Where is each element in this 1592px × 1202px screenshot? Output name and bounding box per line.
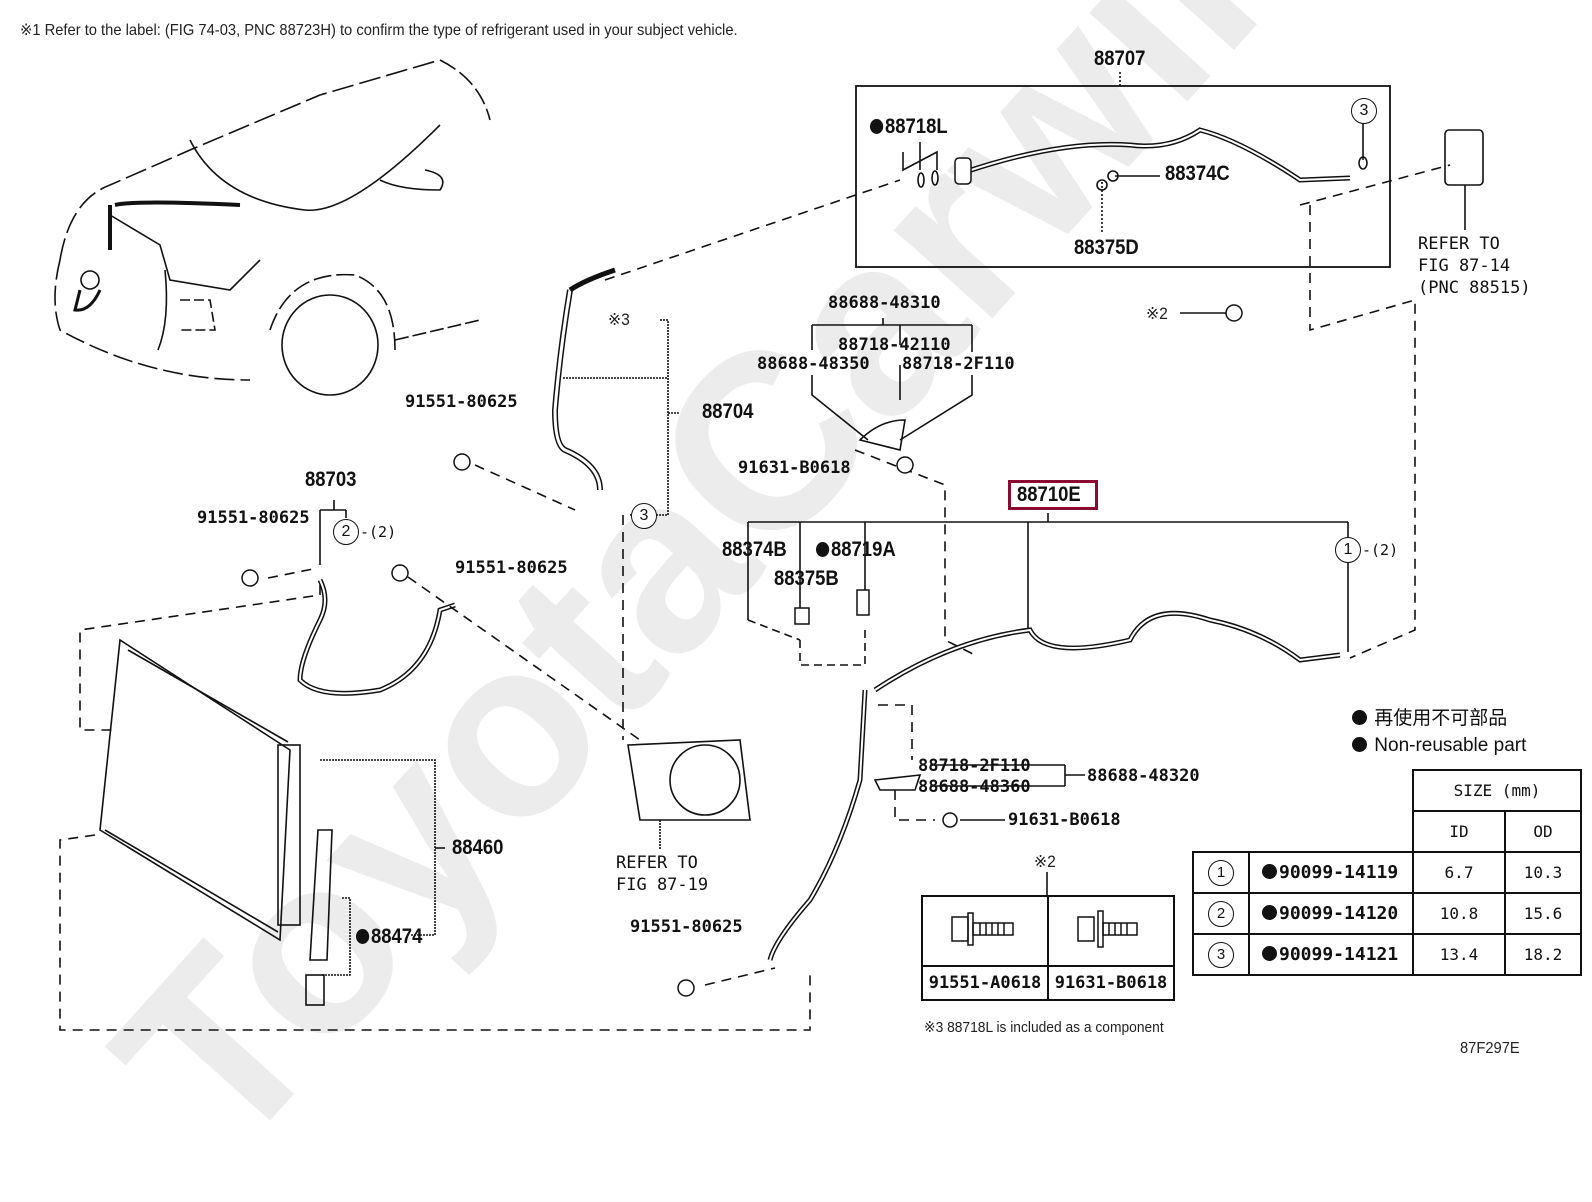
part-label-91631-B0618-lower[interactable]: 91631-B0618 (1008, 810, 1121, 830)
part-label-88718-42110[interactable]: 88718-42110 (838, 335, 951, 355)
col-od: OD (1504, 810, 1582, 853)
diagram-line-art (54, 59, 1484, 1031)
oring-ref-circle-3b: 3 (631, 503, 657, 529)
part-label-88688-48310[interactable]: 88688-48310 (828, 293, 941, 313)
table-row: 1 90099-14119 6.7 10.3 (1192, 851, 1582, 894)
size-header: SIZE (mm) (1412, 769, 1582, 812)
non-reusable-dot-icon (1352, 737, 1367, 752)
oring-size-table: SIZE (mm) ID OD 1 90099-14119 6.7 10.3 2… (1192, 769, 1582, 976)
highlighted-part-88710E[interactable]: 88710E (1008, 480, 1099, 510)
oring-ref-circle-3: 3 (1351, 98, 1377, 124)
oring-od: 18.2 (1504, 933, 1582, 976)
legend-japanese: 再使用不可部品 (1352, 705, 1526, 732)
figure-id: 87F297E (1460, 1040, 1520, 1057)
part-label-91551-80625-upper[interactable]: 91551-80625 (405, 392, 518, 412)
ref-circle-3: 3 (1208, 941, 1234, 968)
ref-note-2: ※2 (1146, 304, 1168, 323)
oring-id: 13.4 (1412, 933, 1506, 976)
oring-part[interactable]: 90099-14121 (1248, 933, 1414, 976)
oring-id: 6.7 (1412, 851, 1506, 894)
refer-fig-87-19[interactable]: REFER TO FIG 87-19 (616, 853, 709, 895)
part-label-88374C[interactable]: 88374C (1165, 162, 1230, 185)
footnote-3: ※3 88718L is included as a component (924, 1019, 1164, 1036)
legend-english: Non-reusable part (1352, 732, 1526, 759)
vehicle-illustration (54, 59, 491, 396)
part-label-88375D[interactable]: 88375D (1074, 236, 1139, 259)
part-label-88719A[interactable]: 88719A (816, 538, 896, 562)
oring-ref-circle-1: 1 (1335, 537, 1361, 563)
group-box-88707 (855, 85, 1391, 268)
part-label-88688-48360[interactable]: 88688-48360 (918, 777, 1031, 797)
bolt-flange-icon (921, 895, 1049, 967)
ref-note-3: ※3 (608, 310, 630, 329)
quantity-2b: -(2) (1362, 541, 1399, 559)
part-label-91551-80625-lower[interactable]: 91551-80625 (630, 917, 743, 937)
col-id: ID (1412, 810, 1506, 853)
bolt-washer-icon (1047, 895, 1175, 967)
part-label-88718-2F110-lower[interactable]: 88718-2F110 (918, 756, 1031, 776)
oring-od: 15.6 (1504, 892, 1582, 935)
parts-diagram: ToyotaCarwiner.ru (20, 0, 1592, 1199)
part-label-88704[interactable]: 88704 (702, 400, 754, 423)
part-label-91551-80625-mid[interactable]: 91551-80625 (455, 558, 568, 578)
part-label-91551-80625-left[interactable]: 91551-80625 (197, 508, 310, 528)
ref-note-2-table: ※2 (1034, 852, 1056, 871)
header-note: ※1 Refer to the label: (FIG 74-03, PNC 8… (20, 22, 738, 39)
oring-od: 10.3 (1504, 851, 1582, 894)
part-label-88460[interactable]: 88460 (452, 836, 504, 859)
non-reusable-dot-icon (1262, 905, 1277, 920)
table-row: 3 90099-14121 13.4 18.2 (1192, 933, 1582, 976)
quantity-2a: -(2) (360, 523, 397, 541)
part-label-88474[interactable]: 88474 (356, 925, 422, 949)
oring-ref-circle-2: 2 (333, 519, 359, 545)
bolt-part-91551-A0618[interactable]: 91551-A0618 (921, 965, 1049, 1001)
ref-circle-2: 2 (1208, 900, 1234, 927)
ref-circle-1: 1 (1208, 859, 1234, 886)
non-reusable-dot-icon (870, 119, 884, 134)
part-label-88688-48350[interactable]: 88688-48350 (757, 354, 870, 374)
part-label-88374B[interactable]: 88374B (722, 538, 787, 561)
part-label-88718L[interactable]: 88718L (870, 115, 948, 139)
non-reusable-dot-icon (1262, 946, 1277, 961)
refer-fig-87-14[interactable]: REFER TO FIG 87-14 (PNC 88515) (1418, 234, 1531, 298)
oring-part[interactable]: 90099-14120 (1248, 892, 1414, 935)
legend: 再使用不可部品 Non-reusable part (1352, 705, 1526, 759)
non-reusable-dot-icon (356, 929, 370, 944)
non-reusable-dot-icon (1262, 864, 1277, 879)
non-reusable-dot-icon (816, 542, 830, 557)
part-label-88703[interactable]: 88703 (305, 468, 357, 491)
part-label-88718-2F110[interactable]: 88718-2F110 (902, 354, 1015, 374)
table-row: 2 90099-14120 10.8 15.6 (1192, 892, 1582, 935)
oring-part[interactable]: 90099-14119 (1248, 851, 1414, 894)
bolt-part-91631-B0618[interactable]: 91631-B0618 (1047, 965, 1175, 1001)
oring-id: 10.8 (1412, 892, 1506, 935)
part-label-88707[interactable]: 88707 (1094, 47, 1146, 70)
part-label-88375B[interactable]: 88375B (774, 567, 839, 590)
part-label-88688-48320[interactable]: 88688-48320 (1087, 766, 1200, 786)
bolt-table: 91551-A0618 91631-B0618 (921, 895, 1175, 1001)
non-reusable-dot-icon (1352, 710, 1367, 725)
part-label-91631-B0618[interactable]: 91631-B0618 (738, 458, 851, 478)
